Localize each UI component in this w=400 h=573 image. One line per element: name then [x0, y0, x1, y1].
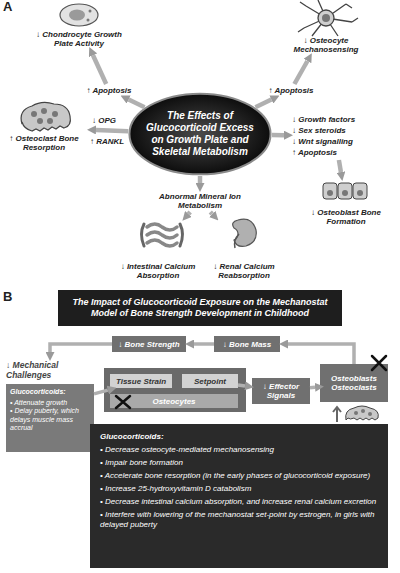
factor-label: ↑ RANKL: [90, 137, 124, 146]
osteoclast-icon: [346, 406, 379, 420]
process-box: Setpoint: [182, 374, 238, 388]
flow-arrow: [198, 176, 203, 183]
node-text: • Decrease intestinal calcium absorption…: [100, 497, 378, 507]
node-text: ↑ Osteoclast Bone Resorption: [0, 134, 88, 152]
flow-arrow: [194, 342, 214, 346]
kidney-icon: [233, 219, 257, 248]
node-text: The Effects of Glucocorticoid Excess on …: [146, 110, 254, 158]
flow-arrow: [255, 100, 271, 108]
node-text: ↓ Bone Mass: [223, 340, 271, 349]
node-text: ↑ Apoptosis: [86, 86, 131, 95]
node-text: Glucocorticoids:: [100, 432, 378, 442]
intestine-icon: [142, 224, 183, 246]
node-text: ↑ Apoptosis: [292, 147, 337, 158]
block-mark: [116, 356, 386, 408]
process-label: Abnormal Mineral Ion Metabolism: [148, 190, 252, 212]
central-ellipse: The Effects of Glucocorticoid Excess on …: [128, 92, 272, 176]
ellipse-outline: [129, 94, 270, 175]
increase-arrow: [333, 407, 341, 422]
organ-label: ↓ Intestinal Calcium Absorption: [114, 216, 202, 280]
node-text: ↓ Sex steroids: [292, 125, 346, 136]
node-text: Setpoint: [194, 377, 226, 386]
process-box: ↓ Bone Mass: [214, 336, 280, 352]
node-text: ↓ Bone Strength: [118, 340, 179, 349]
cell-box: Osteocytes: [110, 394, 238, 408]
title-bar: The Impact of Glucocorticoid Exposure on…: [58, 290, 342, 326]
node-text: • Increase 25-hydroxyvitamin D catabolis…: [100, 484, 378, 494]
flow-arrow: [94, 390, 108, 394]
flow-arrow: [96, 130, 128, 131]
node-text: Osteocytes: [152, 397, 195, 406]
node-text: The Impact of Glucocorticoid Exposure on…: [64, 297, 336, 319]
process-box: Tissue Strain: [110, 374, 172, 388]
mechanostat-band: [104, 368, 246, 412]
flow-arrow: [210, 212, 212, 214]
node-text: Abnormal Mineral Ion Metabolism: [148, 192, 252, 210]
process-box: ↓ Bone Strength: [112, 336, 186, 352]
effect-box: Glucocorticoids: • Decrease osteocyte-med…: [90, 424, 388, 568]
flow-arrow: [238, 385, 245, 386]
flow-arrow: [310, 386, 315, 390]
node-text: • Decrease osteocyte-mediated mechanosen…: [100, 445, 378, 455]
box-body: Glucocorticoids: • Attenuate growth• Dela…: [6, 384, 94, 452]
flow-arrow: [50, 344, 112, 352]
node-text: ↓ Osteoblast Bone Formation: [296, 208, 396, 226]
osteoblast-icon: [323, 183, 367, 199]
cell-label: ↓ Osteoblast Bone Formation: [296, 180, 396, 226]
panel-label: B: [3, 290, 12, 304]
flow-arrow: [339, 160, 341, 172]
flow-arrow: [294, 61, 307, 84]
factor-label: ↓ OPG: [92, 116, 116, 125]
node-text: ↑ Apoptosis: [268, 86, 313, 95]
effect-label: ↑ Apoptosis: [80, 84, 138, 96]
node-text: ↓ Chondrocyte Growth Plate Activity: [34, 30, 124, 48]
cell-box: OsteoblastsOsteoclasts: [320, 364, 388, 402]
flow-arrow: [129, 100, 145, 108]
node-text: ↓ Intestinal Calcium Absorption: [114, 262, 202, 280]
cell-label: ↓ Osteocyte Mechanosensing: [274, 2, 378, 54]
node-text: ↓ Mechanical Challenges: [6, 360, 94, 380]
osteocyte-icon: [298, 0, 358, 36]
cell-label: ↑ Osteoclast Bone Resorption: [0, 104, 88, 152]
node-text: • Accelerate bone resorption (in the ear…: [100, 471, 378, 481]
flow-arrow: [93, 55, 106, 84]
node-text: ↓ Growth factors: [292, 114, 355, 125]
node-text: • Impair bone formation: [100, 458, 378, 468]
node-text: Osteoclasts: [331, 383, 376, 392]
effect-box: ↓ Mechanical ChallengesGlucocorticoids: •…: [6, 360, 94, 452]
node-text: ↓ Effector Signals: [252, 382, 310, 400]
node-text: • Attenuate growth: [10, 399, 90, 408]
factor-list: ↓ Growth factors↓ Sex steroids↓ Wnt sign…: [292, 112, 378, 160]
node-text: Glucocorticoids:: [10, 388, 90, 397]
organ-label: ↓ Renal Calcium Reabsorption: [200, 216, 288, 280]
node-text: Osteoblasts: [331, 374, 377, 383]
node-text: ↓ Wnt signalling: [292, 136, 353, 147]
process-box: ↓ Effector Signals: [252, 378, 310, 404]
node-text: ↓ Renal Calcium Reabsorption: [200, 262, 288, 280]
node-text: ↓ Osteocyte Mechanosensing: [274, 36, 378, 54]
node-text: • Interfere with lowering of the mechano…: [100, 510, 378, 530]
cell-label: ↓ Chondrocyte Growth Plate Activity: [34, 2, 124, 48]
node-text: • Delay puberty, which delays muscle mas…: [10, 407, 90, 433]
chondrocyte-icon: [60, 4, 98, 26]
flow-arrow: [272, 133, 284, 138]
osteoclast-icon: [21, 102, 70, 131]
node-text: Tissue Strain: [116, 377, 166, 386]
effect-label: ↑ Apoptosis: [262, 84, 320, 96]
flow-arrow: [288, 344, 354, 364]
panel-label: A: [3, 0, 12, 14]
flow-arrow: [188, 212, 190, 214]
